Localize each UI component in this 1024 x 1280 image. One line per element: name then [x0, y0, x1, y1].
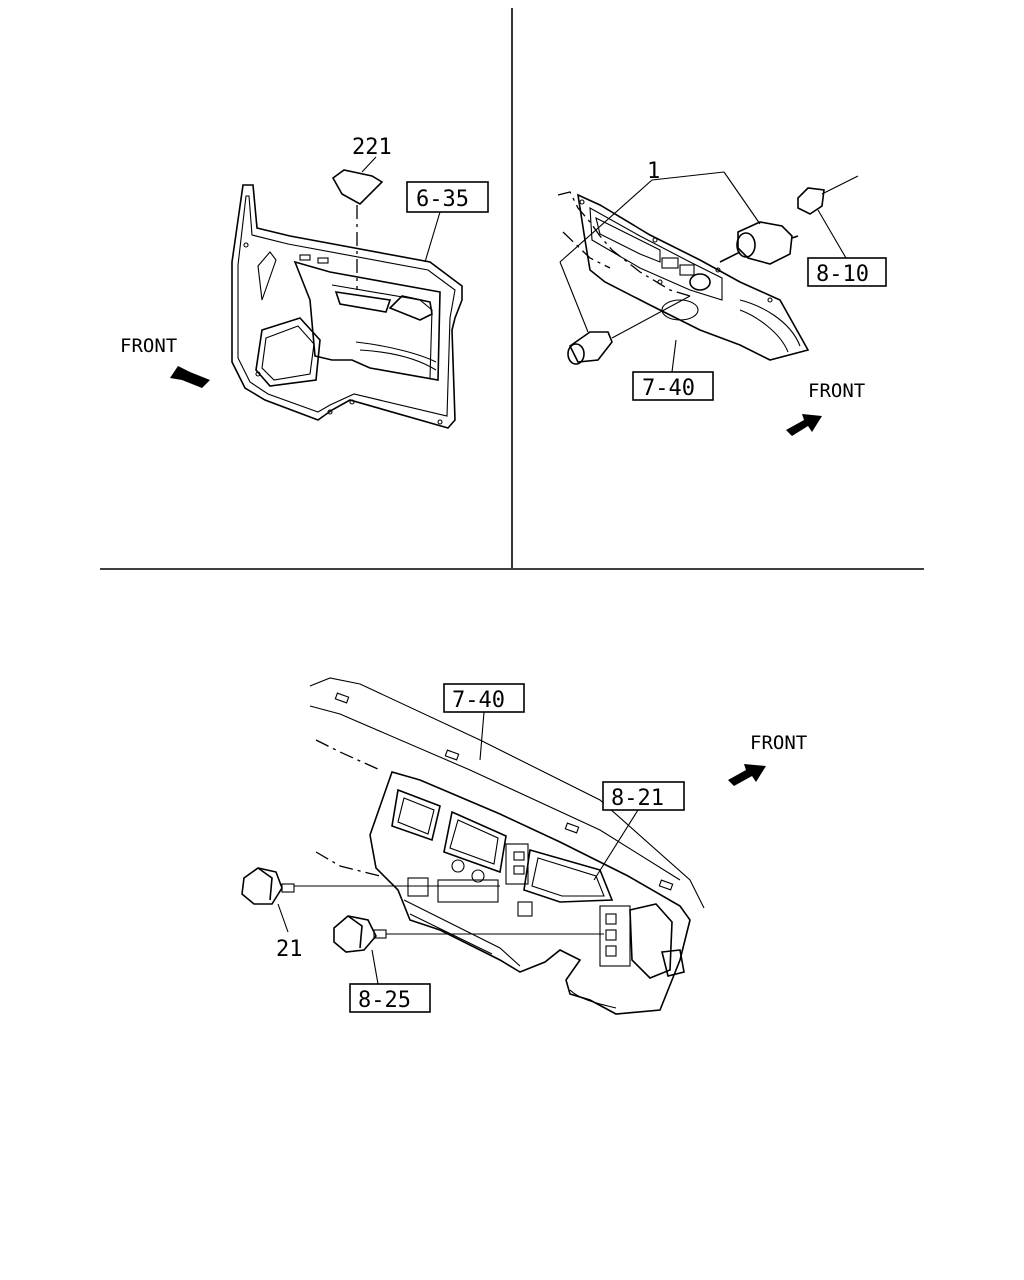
ref-box-8-25 — [349, 983, 431, 1013]
door-pocket — [255, 317, 321, 387]
ref-box-8-10 — [807, 257, 887, 287]
door-handle-recess — [334, 291, 392, 313]
ref-label-8-25: 8-25 — [358, 988, 411, 1013]
gauge-display — [523, 848, 614, 903]
ref-box-7-40-top — [632, 371, 714, 401]
front-arrow-icon-dashboard — [728, 764, 766, 786]
ref-box-8-21 — [602, 781, 685, 811]
lighter-panel-trim — [576, 193, 810, 361]
switch-8-25 — [333, 915, 377, 953]
center-vent-right — [443, 810, 507, 874]
ref-box-6-35 — [406, 181, 489, 213]
right-switch-bank — [599, 905, 631, 967]
lighter-knob — [568, 331, 613, 363]
front-arrow-icon — [170, 366, 210, 388]
front-arrow-icon-lighter — [786, 414, 822, 436]
part-number-221: 221 — [352, 135, 392, 160]
ref-label-7-40-bottom: 7-40 — [452, 688, 505, 713]
door-trim-outline — [231, 184, 463, 429]
front-label: FRONT — [120, 335, 177, 357]
ref-label-6-35: 6-35 — [416, 187, 469, 212]
part-number-1: 1 — [647, 159, 660, 184]
dashboard-panel: 7-40 8-21 21 8-25 FRONT — [241, 677, 807, 1015]
ref-box-7-40-bottom — [443, 683, 525, 713]
ref-label-8-21: 8-21 — [611, 786, 664, 811]
part-number-21: 21 — [276, 937, 303, 962]
ref-label-8-10: 8-10 — [816, 262, 869, 287]
switch-21 — [241, 867, 283, 905]
ref-label-7-40-top: 7-40 — [642, 376, 695, 401]
radio-unit — [437, 879, 499, 903]
door-trim-panel: 221 6-35 FRONT — [120, 135, 489, 429]
part-221-cover — [331, 169, 384, 205]
lighter-connector — [797, 187, 825, 215]
center-vent-left — [391, 788, 441, 842]
front-label-dashboard: FRONT — [750, 732, 807, 754]
front-label-lighter: FRONT — [808, 380, 865, 402]
lighter-panel: 1 8-10 7-40 FRONT — [557, 159, 887, 436]
